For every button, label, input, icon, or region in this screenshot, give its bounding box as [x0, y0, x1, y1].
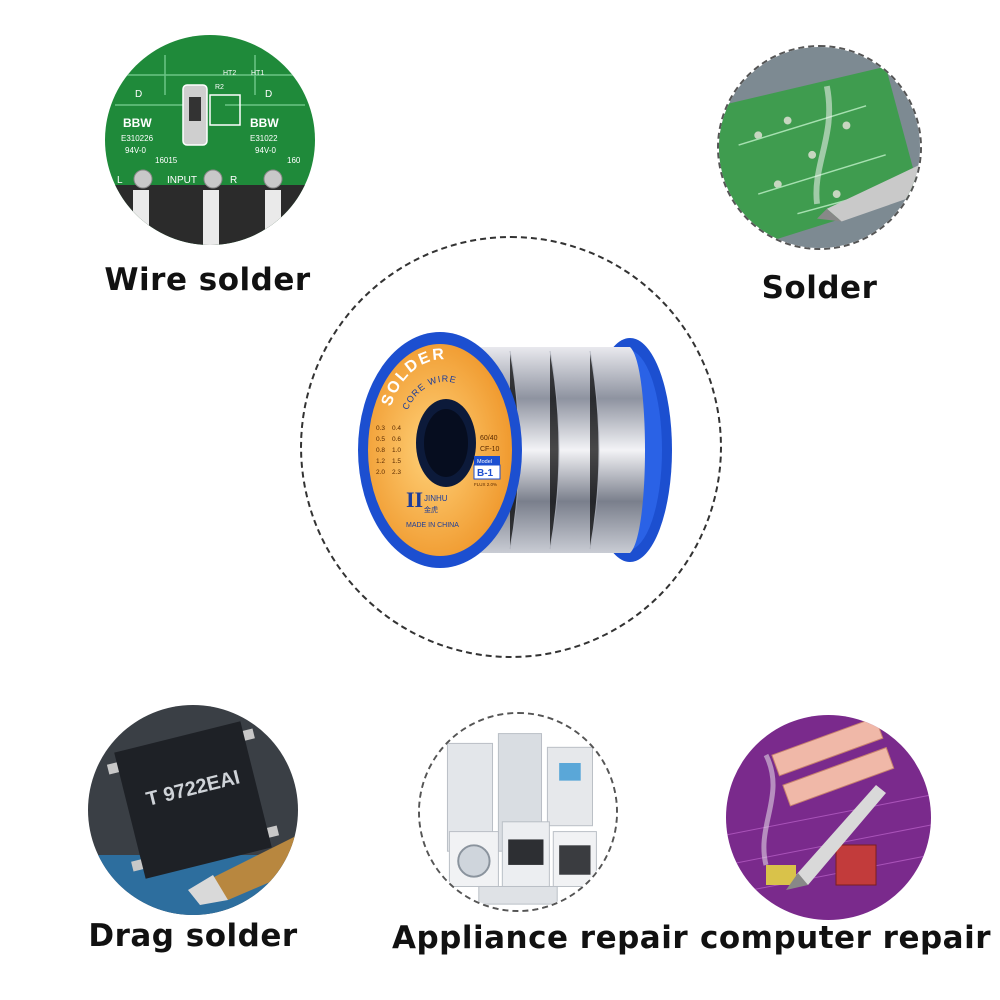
spool-logo-mark: II — [406, 487, 423, 512]
size-left-3: 0.8 — [376, 447, 385, 454]
pcb-text-rating-right: 94V-0 — [255, 146, 276, 155]
spool-model-label: Model — [477, 459, 492, 465]
spool-flux-pct: FLUX 2.0% — [474, 482, 497, 487]
solder-spool-image: SOLDER CORE WIRE 0.3 0.5 0.8 1.2 2.0 0.4… — [350, 325, 690, 575]
pcb-text-ht2: HT2 — [223, 70, 236, 77]
size-left-4: 1.2 — [376, 458, 385, 465]
pcb-text-part-right: 160 — [287, 156, 301, 165]
drag-solder-photo: T 9722EAI — [88, 705, 298, 915]
size-right-3: 1.0 — [392, 447, 401, 454]
spool-model: B-1 — [477, 468, 494, 479]
spool-origin: MADE IN CHINA — [406, 522, 459, 529]
pcb-text-part-left: 16015 — [155, 156, 178, 165]
size-left-5: 2.0 — [376, 469, 385, 476]
appliances-image — [420, 714, 616, 910]
spool-flux: CF-10 — [480, 446, 500, 453]
pcb-text-ht1: HT1 — [251, 70, 264, 77]
pcb-text-r: R — [230, 175, 237, 186]
size-right-4: 1.5 — [392, 458, 401, 465]
appliance-repair-photo — [418, 712, 618, 912]
pcb-text-bbw-left: BBW — [123, 116, 152, 130]
motherboard-repair-image — [726, 715, 931, 920]
size-left-2: 0.5 — [376, 436, 385, 443]
wire-solder-photo: BBW BBW E310226 E31022 94V-0 94V-0 16015… — [105, 35, 315, 245]
size-right-5: 2.3 — [392, 469, 401, 476]
spool-size-list: 0.3 0.5 0.8 1.2 2.0 0.4 0.6 1.0 1.5 2.3 — [376, 425, 401, 476]
pcb-text-code-left: E310226 — [121, 134, 154, 143]
computer-repair-photo — [726, 715, 931, 920]
caption-solder: Solder — [761, 270, 878, 306]
pcb-text-d-left: D — [135, 89, 142, 100]
caption-drag-solder: Drag solder — [88, 918, 298, 954]
chip-drag-solder-image: T 9722EAI — [88, 705, 298, 915]
spool-alloy: 60/40 — [480, 435, 498, 442]
size-left-1: 0.3 — [376, 425, 385, 432]
pcb-text-input: INPUT — [167, 175, 197, 186]
pcb-text-rating-left: 94V-0 — [125, 146, 146, 155]
caption-wire-solder: Wire solder — [104, 262, 311, 298]
soldering-iron-image — [719, 47, 920, 248]
pcb-board-image: BBW BBW E310226 E31022 94V-0 94V-0 16015… — [105, 35, 315, 245]
spool-brand-cn: 金虎 — [424, 505, 438, 514]
size-right-1: 0.4 — [392, 425, 401, 432]
caption-computer-repair: computer repair — [700, 920, 991, 956]
size-right-2: 0.6 — [392, 436, 401, 443]
pcb-text-r2: R2 — [215, 84, 224, 91]
caption-appliance-repair: Appliance repair — [392, 920, 689, 956]
pcb-text-d-right: D — [265, 89, 272, 100]
pcb-text-l: L — [117, 175, 123, 186]
center-dashed-ring — [300, 236, 722, 658]
pcb-text-bbw-right: BBW — [250, 116, 279, 130]
solder-photo — [717, 45, 922, 250]
pcb-text-code-right: E31022 — [250, 134, 278, 143]
spool-brand: JINHU — [424, 494, 448, 503]
